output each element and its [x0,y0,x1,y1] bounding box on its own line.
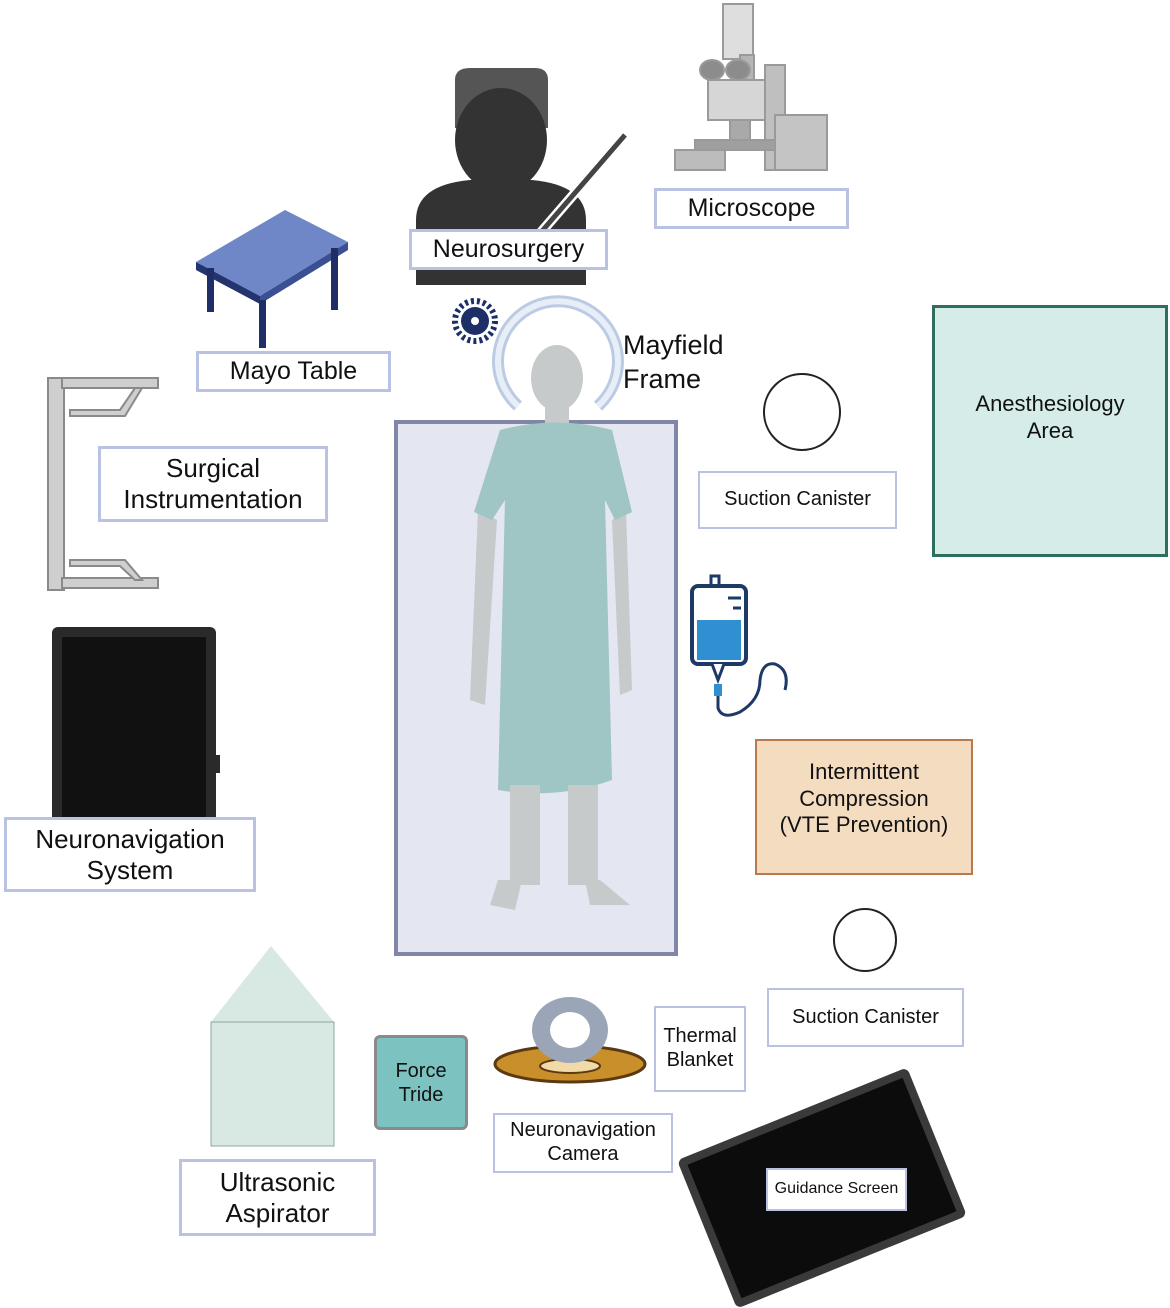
intermittent-compression-area: Intermittent Compression (VTE Prevention… [755,739,973,875]
neuronavigation-camera-label: Neuronavigation Camera [493,1113,673,1173]
ultrasonic-aspirator-label: Ultrasonic Aspirator [179,1159,376,1236]
thermal-blanket-label: Thermal Blanket [654,1006,746,1092]
guidance-screen-label: Guidance Screen [766,1168,907,1211]
suction-canister-label-top: Suction Canister [698,471,897,529]
mayo-table-label: Mayo Table [196,351,391,392]
mayo-table-text: Mayo Table [229,356,358,385]
microscope-label: Microscope [654,188,849,229]
force-tride-device: Force Tride [374,1035,468,1130]
suction-canister-label-bottom: Suction Canister [767,988,964,1047]
anesthesiology-area: Anesthesiology Area [932,305,1168,557]
microscope-text: Microscope [687,193,816,222]
suction-canister-bottom-text: Suction Canister [792,1005,939,1028]
mayfield-frame-label: Mayfield Frame [623,330,724,395]
neurosurgery-text: Neurosurgery [432,234,585,263]
surgical-instrumentation-label: Surgical Instrumentation [98,446,328,522]
suction-canister-top-text: Suction Canister [724,488,871,511]
neuronavigation-system-label: Neuronavigation System [4,817,256,892]
neurosurgery-label: Neurosurgery [409,229,608,270]
guidance-screen-text: Guidance Screen [774,1180,899,1198]
